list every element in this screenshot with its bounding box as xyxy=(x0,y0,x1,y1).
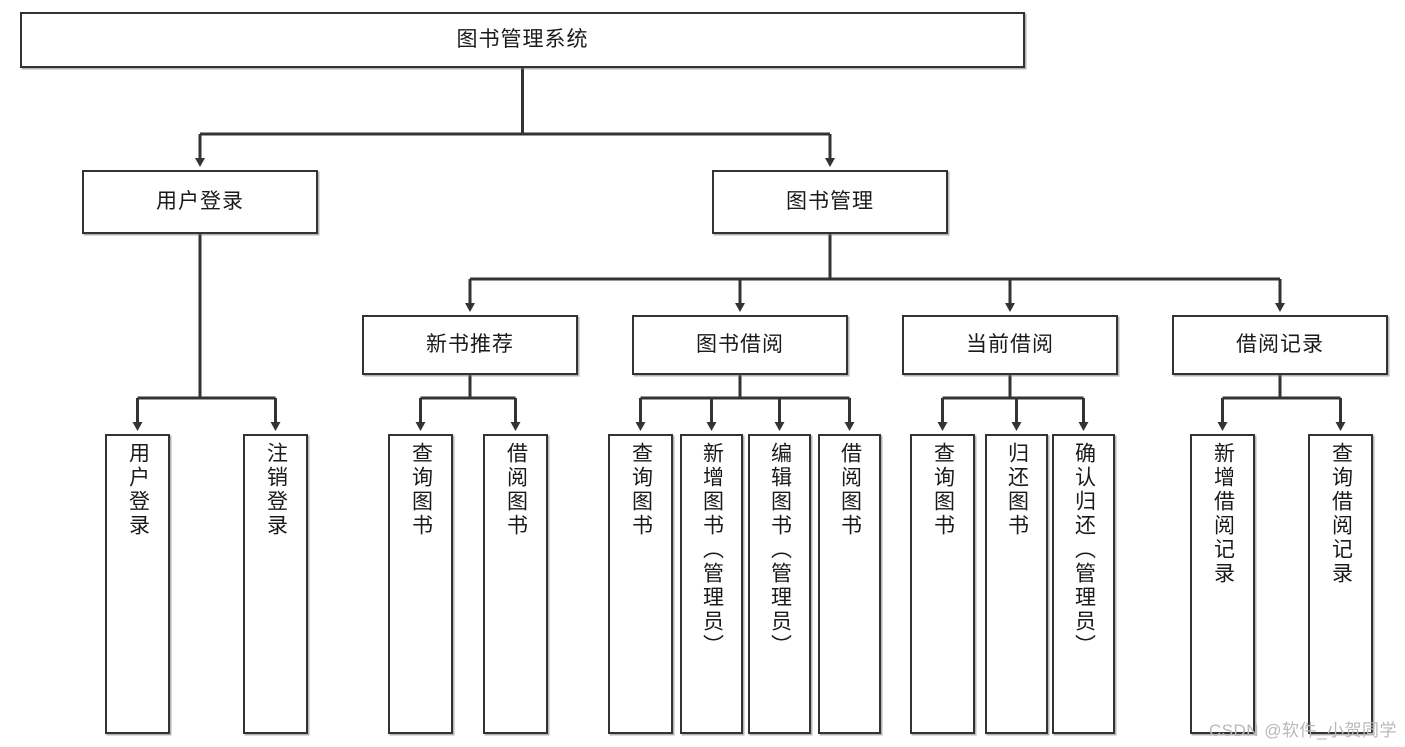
node-leaf-add-book[interactable]: 新增图书（管理员） xyxy=(680,434,743,734)
node-book-borrow[interactable]: 图书借阅 xyxy=(632,315,848,375)
node-leaf-query-book-3[interactable]: 查询图书 xyxy=(910,434,975,734)
node-leaf-edit-book[interactable]: 编辑图书（管理员） xyxy=(748,434,811,734)
node-label: 图书管理 xyxy=(786,190,874,214)
node-leaf-user-login[interactable]: 用户登录 xyxy=(105,434,170,734)
node-label: 当前借阅 xyxy=(966,333,1054,357)
node-leaf-add-record[interactable]: 新增借阅记录 xyxy=(1190,434,1255,734)
node-label: 查询图书 xyxy=(409,442,433,538)
node-user-login[interactable]: 用户登录 xyxy=(82,170,318,234)
watermark: CSDN @软件_小贺同学 xyxy=(1208,721,1397,740)
node-book-manage[interactable]: 图书管理 xyxy=(712,170,948,234)
node-label: 图书借阅 xyxy=(696,333,784,357)
node-borrow-record[interactable]: 借阅记录 xyxy=(1172,315,1388,375)
node-current-borrow[interactable]: 当前借阅 xyxy=(902,315,1118,375)
node-leaf-borrow-book-1[interactable]: 借阅图书 xyxy=(483,434,548,734)
node-label: 用户登录 xyxy=(156,190,244,214)
node-label: 查询图书 xyxy=(931,442,955,538)
node-leaf-query-record[interactable]: 查询借阅记录 xyxy=(1308,434,1373,734)
node-leaf-logout[interactable]: 注销登录 xyxy=(243,434,308,734)
node-label: 借阅记录 xyxy=(1236,333,1324,357)
node-label: 查询图书 xyxy=(629,442,653,538)
node-label: 新增图书（管理员） xyxy=(700,442,724,658)
node-root[interactable]: 图书管理系统 xyxy=(20,12,1025,68)
node-label: 借阅图书 xyxy=(838,442,862,538)
node-label: 借阅图书 xyxy=(504,442,528,538)
node-label: 编辑图书（管理员） xyxy=(768,442,792,658)
node-leaf-confirm-return[interactable]: 确认归还（管理员） xyxy=(1052,434,1115,734)
node-label: 用户登录 xyxy=(126,442,150,538)
node-leaf-query-book-1[interactable]: 查询图书 xyxy=(388,434,453,734)
node-new-book-rec[interactable]: 新书推荐 xyxy=(362,315,578,375)
node-label: 注销登录 xyxy=(264,442,288,538)
node-leaf-borrow-book-2[interactable]: 借阅图书 xyxy=(818,434,881,734)
node-label: 新书推荐 xyxy=(426,333,514,357)
node-leaf-query-book-2[interactable]: 查询图书 xyxy=(608,434,673,734)
node-label: 新增借阅记录 xyxy=(1211,442,1235,586)
node-label: 归还图书 xyxy=(1005,442,1029,538)
node-label: 查询借阅记录 xyxy=(1329,442,1353,586)
node-leaf-return-book[interactable]: 归还图书 xyxy=(985,434,1048,734)
node-label: 确认归还（管理员） xyxy=(1072,442,1096,658)
node-label: 图书管理系统 xyxy=(456,28,589,52)
